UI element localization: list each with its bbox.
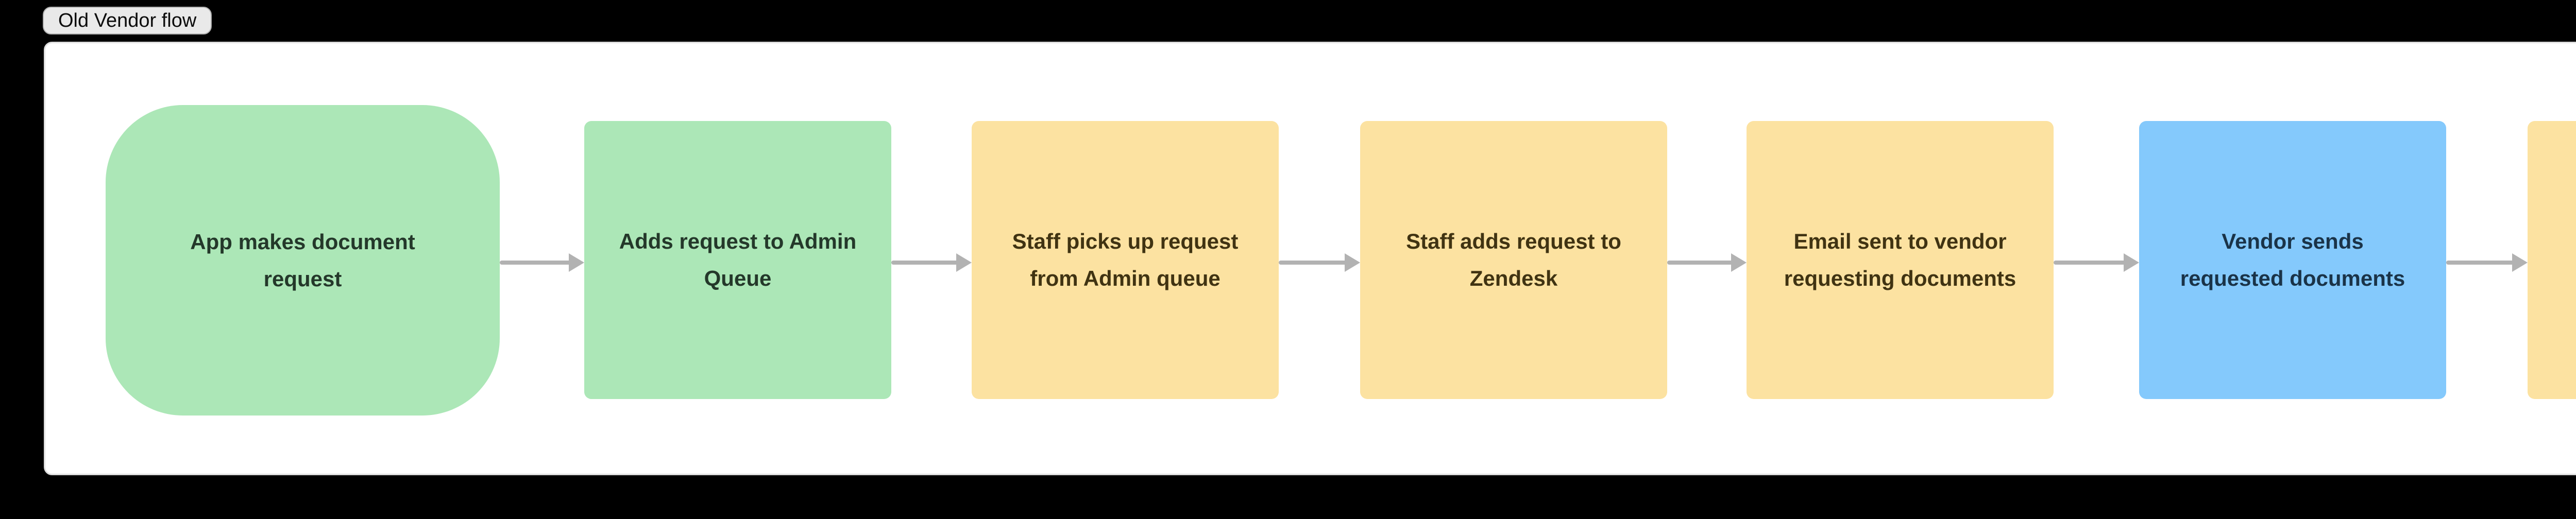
connector-arrowhead-icon — [1345, 253, 1360, 272]
connector-line — [500, 261, 572, 265]
connector-line — [891, 261, 959, 265]
connector-line — [1667, 261, 1734, 265]
flow-node-staff-downloads-documents-from-zendesk[interactable]: Staff downloadsdocuments fromZendesk — [2528, 121, 2576, 399]
connector-arrowhead-icon — [2512, 253, 2528, 272]
connector-arrowhead-icon — [1731, 253, 1747, 272]
connector-line — [1279, 261, 1348, 265]
connector-line — [2054, 261, 2127, 265]
diagram-title-label: Old Vendor flow — [58, 9, 197, 31]
connector-arrowhead-icon — [2124, 253, 2139, 272]
connector-line — [2446, 261, 2515, 265]
connector-arrowhead-icon — [569, 253, 584, 272]
diagram-title-pill[interactable]: Old Vendor flow — [43, 7, 212, 34]
connector-arrowhead-icon — [956, 253, 972, 272]
